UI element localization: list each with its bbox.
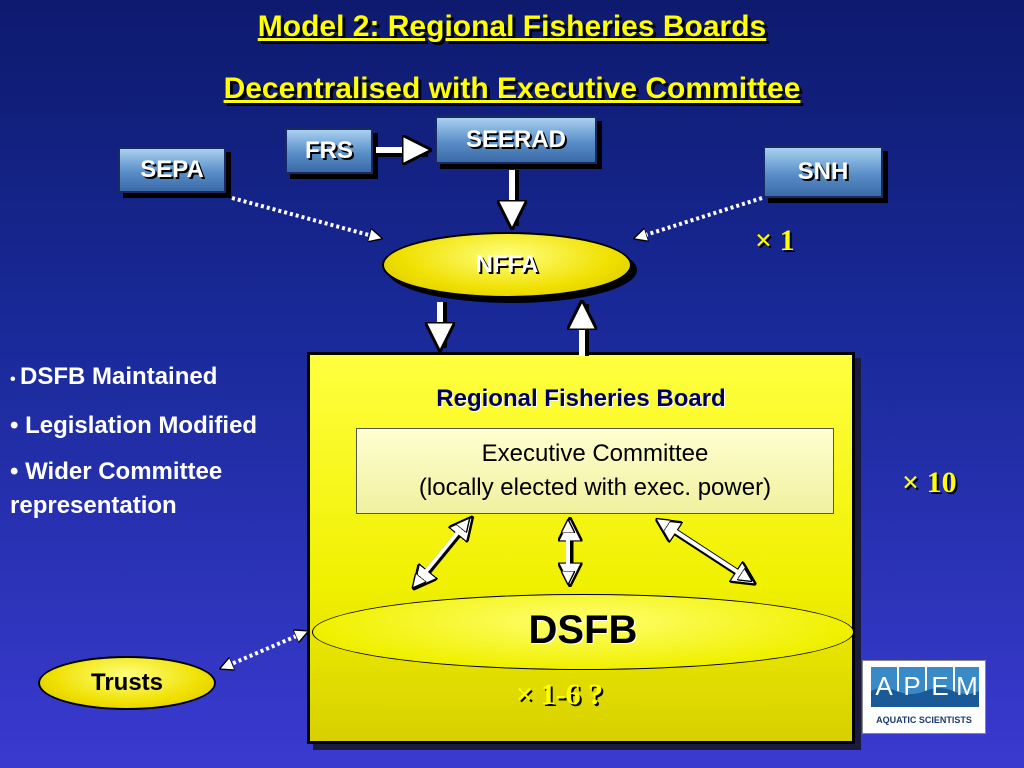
seerad-box: SEERAD bbox=[435, 116, 597, 164]
bullet-text: DSFB Maintained bbox=[20, 363, 218, 390]
logo-subtitle: AQUATIC SCIENTISTS bbox=[876, 715, 972, 725]
bullet-text: Wider Committee representation bbox=[10, 458, 223, 519]
bullet-item: • DSFB Maintained bbox=[10, 363, 218, 390]
logo-letter: E bbox=[931, 671, 948, 701]
board-multiplier: × 10 bbox=[902, 466, 957, 499]
arrow-trusts-dsfb bbox=[222, 632, 306, 668]
bullet-list: • DSFB Maintained • Legislation Modified… bbox=[10, 360, 310, 535]
dsfb-ellipse: DSFB bbox=[312, 594, 854, 670]
exec-line-1: Executive Committee bbox=[481, 440, 709, 467]
bullet-item: • Wider Committee representation bbox=[10, 458, 223, 519]
trusts-ellipse: Trusts bbox=[38, 656, 216, 710]
executive-committee-box: Executive Committee (locally elected wit… bbox=[356, 428, 834, 514]
logo-letter: M bbox=[956, 671, 978, 701]
nffa-ellipse: NFFA bbox=[382, 232, 632, 298]
board-title: Regional Fisheries Board bbox=[436, 385, 726, 412]
logo-letter: P bbox=[903, 671, 920, 701]
apem-logo: A P E M AQUATIC SCIENTISTS bbox=[862, 660, 986, 734]
snh-box: SNH bbox=[763, 146, 883, 198]
frs-box: FRS bbox=[285, 128, 373, 174]
logo-letter: A bbox=[875, 671, 893, 701]
nffa-multiplier: × 1 bbox=[755, 224, 795, 257]
dsfb-multiplier: × 1-6 ? bbox=[516, 678, 604, 711]
arrow-sepa-nffa bbox=[231, 196, 380, 238]
exec-line-2: (locally elected with exec. power) bbox=[418, 474, 772, 501]
apem-logo-icon: A P E M AQUATIC SCIENTISTS bbox=[871, 667, 979, 725]
bullet-text: Legislation Modified bbox=[25, 412, 258, 439]
bullet-item: • Legislation Modified bbox=[10, 412, 258, 439]
sepa-box: SEPA bbox=[118, 147, 226, 193]
arrow-snh-nffa bbox=[636, 196, 763, 238]
title-line-1: Model 2: Regional Fisheries Boards bbox=[257, 10, 767, 43]
title-line-2: Decentralised with Executive Committee bbox=[223, 72, 801, 105]
